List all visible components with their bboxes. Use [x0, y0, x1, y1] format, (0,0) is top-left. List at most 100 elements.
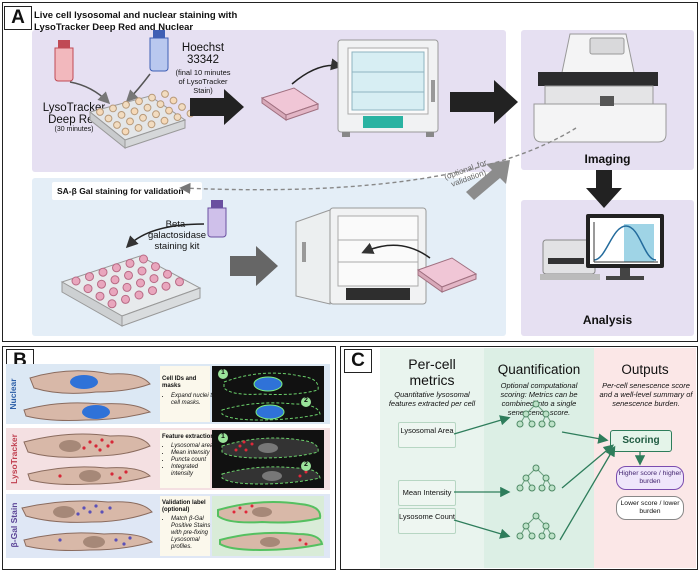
tree-node: [522, 410, 530, 418]
signal-dot: [250, 504, 254, 508]
well: [122, 100, 130, 109]
signal-dot: [298, 538, 302, 542]
well: [161, 90, 169, 98]
well: [110, 275, 120, 285]
col-metrics-title: Per-cell metrics: [408, 356, 456, 388]
bgal-dot: [128, 536, 132, 540]
card-bgal-text: Validation label (optional) Match β-Gal …: [162, 500, 216, 551]
well: [98, 267, 108, 277]
lysotracker-time: (30 minutes): [54, 126, 94, 133]
tree-node: [548, 484, 556, 492]
bgal-cells-icon: [21, 500, 154, 551]
low-score-box: Lower score / lower burden: [616, 496, 684, 520]
well: [107, 299, 117, 309]
lysotracker-cells-icon: [23, 433, 151, 485]
tree-node: [532, 464, 540, 472]
bgal-dot: [82, 506, 86, 510]
bullet: Mean intensity: [171, 450, 216, 457]
marker-3: 1: [221, 433, 225, 440]
card-lysotracker-text: Feature extraction Lysosomal area Mean i…: [162, 434, 216, 478]
lysosome-dot: [118, 476, 122, 480]
well: [152, 110, 160, 119]
well: [113, 121, 121, 129]
analysis-label: Analysis: [582, 313, 633, 327]
arrow-icon: [190, 89, 244, 125]
well: [134, 124, 143, 132]
card-nuclear: [160, 366, 210, 422]
col-quant-title: Quantification: [497, 362, 581, 377]
pink-well-plate-icon: [60, 254, 202, 327]
col-outputs-sub: Per-cell senescence score and a well-lev…: [599, 381, 693, 408]
well: [124, 270, 133, 280]
hoechst-vial-icon: [149, 30, 169, 72]
well: [122, 282, 132, 292]
tree-node: [528, 420, 536, 428]
tree-node: [522, 522, 530, 530]
tree-node: [532, 400, 540, 408]
marker-4: 2: [304, 461, 308, 468]
well: [169, 96, 178, 105]
lysosome-dot: [82, 446, 86, 450]
bgal-dot: [58, 538, 62, 542]
tree-node: [538, 532, 546, 540]
metric-card-count: Lysosome Count: [398, 508, 456, 534]
tree-node: [528, 532, 536, 540]
well: [178, 103, 186, 111]
bgal-dot: [100, 510, 104, 514]
well: [134, 290, 144, 300]
lysosome-dot: [100, 438, 104, 442]
signal-dot: [304, 542, 308, 546]
hoechst-label: Hoechst 33342 (final 10 minutes of LysoT…: [172, 42, 234, 95]
bgal-dot: [88, 510, 92, 514]
well: [139, 254, 148, 264]
lysosome-dot: [58, 474, 62, 478]
staining-header: Live cell lysosomal and nuclear staining…: [34, 10, 238, 33]
bgal-dot: [114, 538, 118, 542]
well: [83, 284, 93, 294]
well: [156, 100, 165, 108]
well: [121, 294, 130, 304]
signal-dot: [238, 444, 242, 448]
lysosome-dot: [110, 472, 114, 476]
col-outputs-title: Outputs: [621, 362, 669, 377]
well: [175, 277, 184, 287]
well: [139, 113, 147, 122]
well: [147, 120, 156, 129]
signal-dot: [234, 448, 238, 452]
bullet: Match β-Gal Positive Stains with pre-fix…: [171, 516, 216, 551]
lysosome-dot: [94, 444, 98, 448]
signal-dot: [304, 470, 308, 474]
lysosome-dot: [88, 440, 92, 444]
pink-plate-icon: [260, 87, 320, 121]
card-lysotracker-title: Feature extraction: [162, 434, 215, 440]
tree-node: [542, 410, 550, 418]
bgal-dot: [76, 512, 80, 516]
well: [148, 286, 157, 296]
well: [109, 287, 118, 297]
small-pink-plate-icon: [416, 257, 478, 293]
well: [117, 111, 126, 119]
card-bgal-title: Validation label (optional): [162, 500, 206, 513]
lysotracker-vial-icon: [54, 40, 74, 82]
panel-c-label: C: [344, 349, 372, 373]
tree-node: [538, 420, 546, 428]
well: [135, 97, 143, 106]
sabgal-header-box: SA-β Gal staining for validation: [52, 182, 202, 200]
tree-node: [542, 522, 550, 530]
tree-node: [528, 484, 536, 492]
tree-node: [538, 484, 546, 492]
well: [173, 113, 182, 121]
bgal-dot: [94, 504, 98, 508]
tree-node: [548, 532, 556, 540]
well: [136, 278, 145, 288]
bullet: Lysosomal area: [171, 443, 216, 450]
card-lysotracker: [160, 430, 210, 488]
scoring-box: Scoring: [610, 430, 672, 452]
metric-label: Lysosome Count: [399, 512, 456, 521]
tree-node: [516, 420, 524, 428]
metric-card-area: Lysosomal Area: [398, 422, 456, 448]
incubator-open-icon: [295, 207, 427, 305]
tree-node: [548, 420, 556, 428]
hoechst-name: Hoechst 33342: [181, 42, 225, 66]
high-score-box: Higher score / higher burden: [616, 466, 684, 490]
